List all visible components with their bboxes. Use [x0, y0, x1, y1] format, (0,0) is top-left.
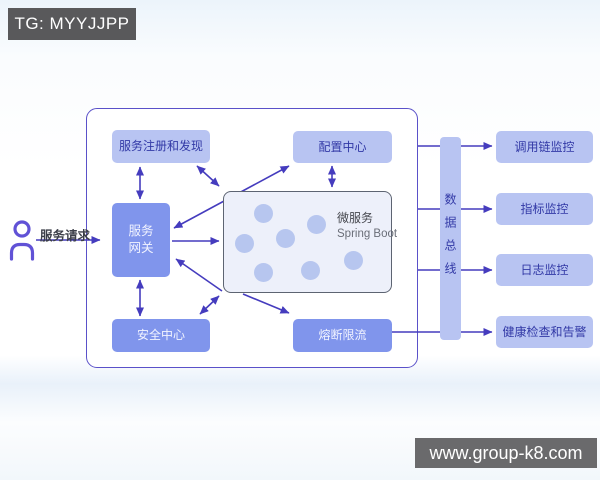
service-instance-dot [254, 263, 273, 282]
microservices-caption: 微服务 Spring Boot [337, 209, 398, 240]
person-icon [9, 220, 35, 261]
service-instance-dot [307, 215, 326, 234]
gateway-label-line2: 网关 [128, 241, 154, 255]
node-circuit-breaker: 熔断限流 [293, 319, 392, 352]
node-log-monitor: 日志监控 [496, 254, 593, 286]
node-service-registry: 服务注册和发现 [112, 130, 210, 163]
service-instance-dot [254, 204, 273, 223]
node-health-check-alert: 健康检查和告警 [496, 316, 593, 348]
service-instance-dot [235, 234, 254, 253]
tg-watermark-badge: TG: MYYJJPP [8, 8, 136, 40]
service-instance-dot [301, 261, 320, 280]
node-service-gateway: 服务 网关 [112, 203, 170, 277]
service-instance-dot [344, 251, 363, 270]
node-microservices-cluster: 微服务 Spring Boot [223, 191, 398, 293]
node-security-center: 安全中心 [112, 319, 210, 352]
microservices-subtitle: Spring Boot [337, 228, 398, 240]
website-watermark-badge: www.group-k8.com [415, 438, 597, 468]
microservices-title: 微服务 [337, 211, 374, 225]
service-instance-dot [276, 229, 295, 248]
node-config-center: 配置中心 [293, 131, 392, 163]
node-metrics-monitor: 指标监控 [496, 193, 593, 225]
gateway-label-line1: 服务 [128, 224, 154, 239]
service-request-label: 服务请求 [40, 229, 91, 243]
node-call-chain-monitor: 调用链监控 [496, 131, 593, 163]
node-data-bus: 数据总线 [440, 137, 461, 340]
